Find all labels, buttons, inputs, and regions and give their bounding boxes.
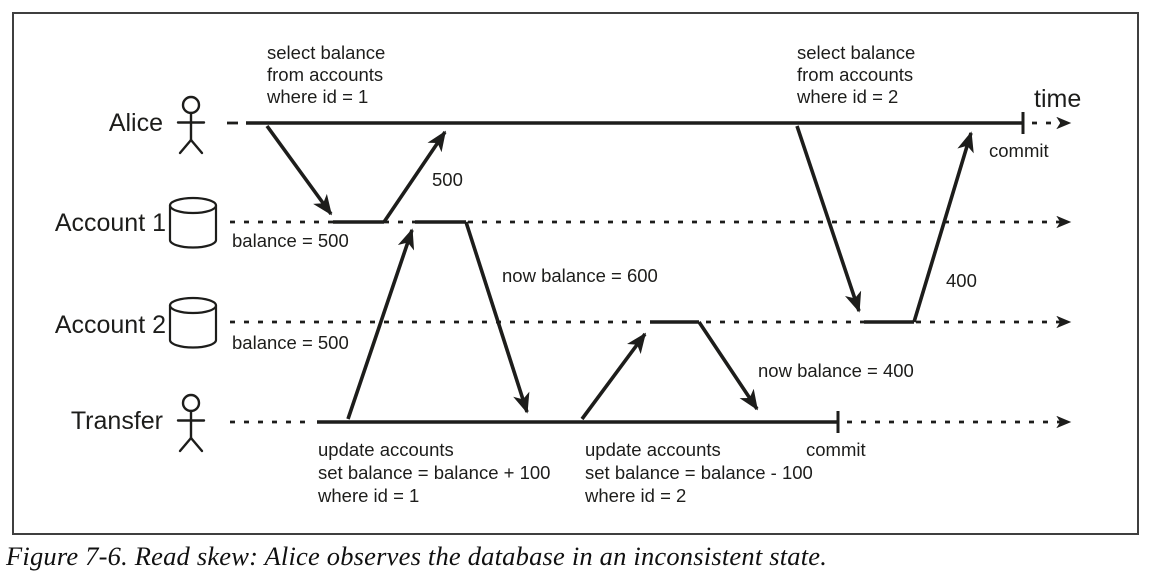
- result-500-label: 500: [432, 169, 463, 190]
- account1-database-icon: [168, 196, 218, 249]
- alice-person-icon: [176, 95, 206, 155]
- select1-query-line1: select balance: [267, 42, 385, 63]
- select1-request-arrow: [265, 124, 333, 216]
- select2-query-line2: from accounts: [797, 64, 913, 85]
- update1-return-arrow: [464, 221, 530, 414]
- update1-query-line1: update accounts: [318, 439, 454, 460]
- update2-query-line3: where id = 2: [584, 485, 686, 506]
- select2-query-line1: select balance: [797, 42, 915, 63]
- transfer-person-icon: [176, 393, 206, 453]
- diagram-border: [12, 12, 1139, 535]
- transfer-commit-label: commit: [806, 439, 866, 460]
- select1-query-line2: from accounts: [267, 64, 383, 85]
- update2-query-line2: set balance = balance - 100: [585, 462, 813, 483]
- update2-return-arrow: [697, 321, 759, 411]
- account2-lane-label: Account 2: [55, 311, 166, 339]
- update1-request-arrow: [346, 228, 415, 420]
- figure-caption: Figure 7-6. Read skew: Alice observes th…: [6, 541, 828, 571]
- alice-lane-label: Alice: [109, 109, 163, 137]
- update1-query-line2: set balance = balance + 100: [318, 462, 550, 483]
- select2-query-line3: where id = 2: [796, 86, 898, 107]
- result-400-label: 400: [946, 270, 977, 291]
- account2-initial-balance-label: balance = 500: [232, 332, 349, 353]
- account2-database-icon: [168, 296, 218, 349]
- account1-lane-label: Account 1: [55, 209, 166, 237]
- select1-response-arrow: [382, 130, 447, 224]
- now-balance-600-label: now balance = 600: [502, 265, 658, 286]
- alice-commit-label: commit: [989, 140, 1049, 161]
- now-balance-400-label: now balance = 400: [758, 360, 914, 381]
- select2-request-arrow: [795, 125, 862, 313]
- select1-query-line3: where id = 1: [266, 86, 368, 107]
- update1-query-line3: where id = 1: [317, 485, 419, 506]
- update2-query-line1: update accounts: [585, 439, 721, 460]
- select2-response-arrow: [912, 131, 974, 323]
- time-axis-label: time: [1034, 85, 1081, 113]
- transfer-lane-label: Transfer: [71, 407, 163, 435]
- update2-request-arrow: [580, 332, 647, 421]
- account1-initial-balance-label: balance = 500: [232, 230, 349, 251]
